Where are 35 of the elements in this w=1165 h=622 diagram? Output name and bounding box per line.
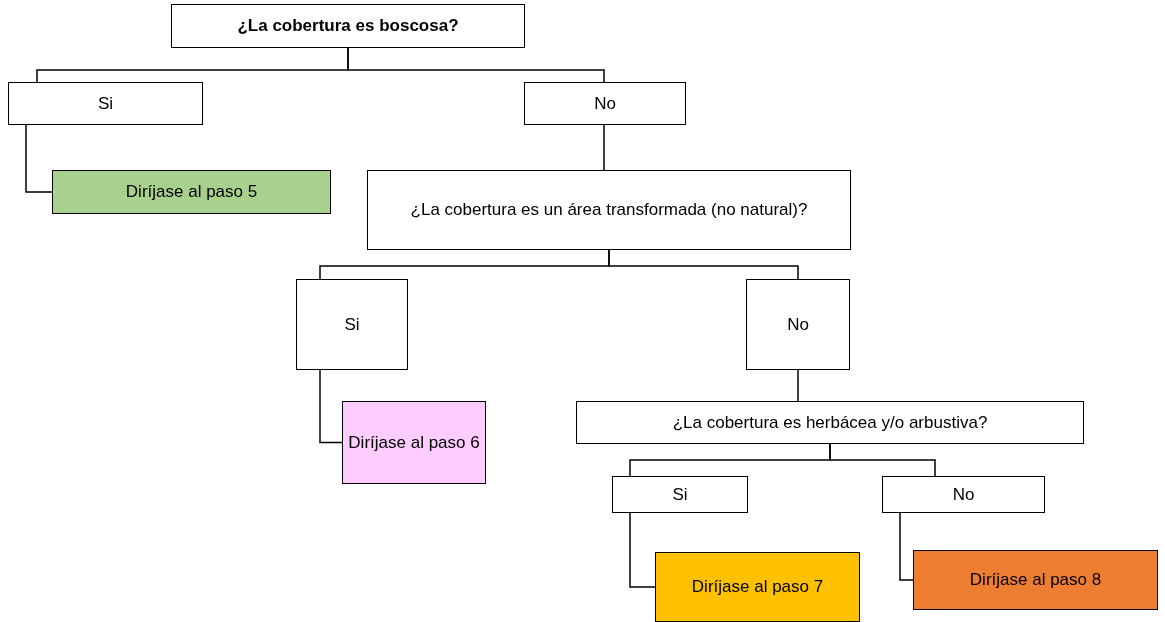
action-box [52, 170, 331, 214]
node-label: Diríjase al paso 7 [690, 576, 825, 598]
decision-box [576, 401, 1084, 444]
node-label: Si [343, 313, 361, 336]
connector-line [797, 369, 799, 402]
node-label: Diríjase al paso 5 [124, 181, 259, 203]
decision-box [524, 82, 686, 125]
action-box [913, 550, 1158, 610]
connector-line [608, 249, 799, 280]
node-label: Si [671, 483, 689, 506]
decision-box [8, 82, 203, 125]
decision-box [882, 476, 1045, 513]
node-label: Diríjase al paso 8 [968, 569, 1103, 591]
connector-line [899, 512, 914, 581]
decision-box [296, 279, 408, 370]
connector-line [319, 369, 343, 444]
connector-line [603, 124, 605, 171]
node-label: No [951, 483, 976, 506]
action-box [655, 552, 860, 622]
node-label: Si [96, 92, 115, 115]
decision-box [171, 4, 525, 48]
node-label: No [786, 313, 810, 336]
node-label: ¿La cobertura es un área transformada (no natural)? [409, 199, 809, 221]
node-label: ¿La cobertura es herbácea y/o arbustiva? [671, 411, 989, 434]
decision-box [367, 170, 851, 250]
node-label: ¿La cobertura es boscosa? [236, 15, 460, 37]
action-box [342, 401, 486, 484]
connector-line [347, 47, 605, 83]
connector-line [829, 443, 936, 477]
decision-box [746, 279, 850, 370]
connector-line [25, 124, 53, 193]
node-label: Diríjase al paso 6 [347, 431, 481, 454]
decision-box [612, 476, 748, 513]
connector-line [629, 512, 656, 588]
node-label: No [593, 92, 617, 115]
